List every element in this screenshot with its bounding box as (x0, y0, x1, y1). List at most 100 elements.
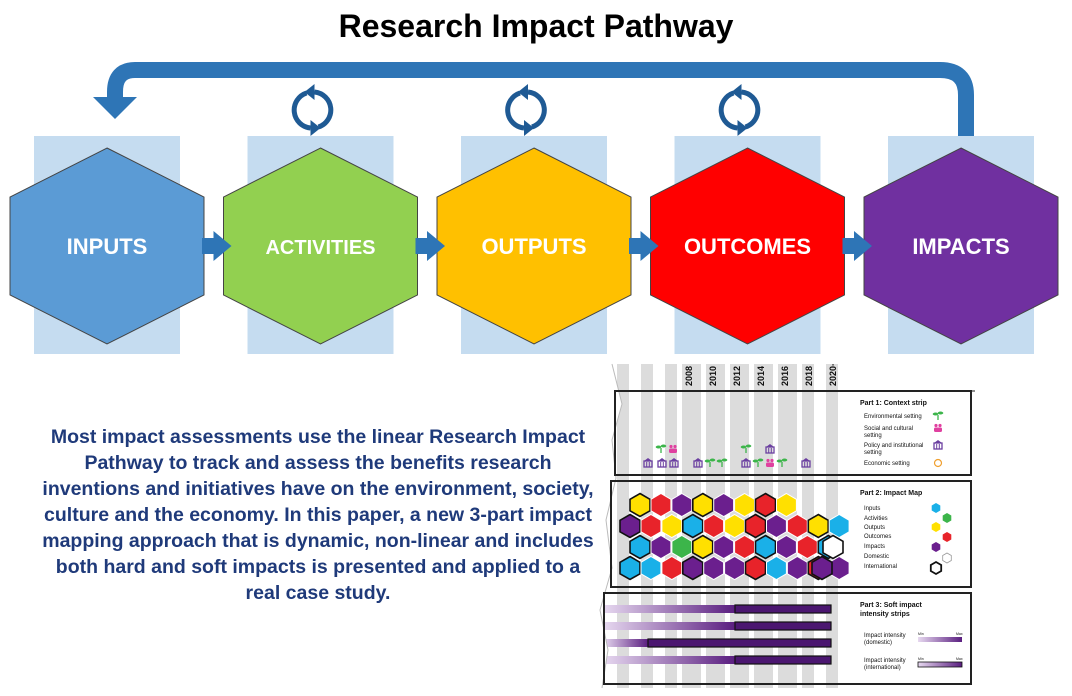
map-hex (776, 534, 797, 560)
description-text: Most impact assessments use the linear R… (42, 426, 594, 604)
map-hex (619, 513, 641, 539)
stage-label: IMPACTS (912, 234, 1009, 259)
map-hex (754, 492, 777, 518)
stage-hexagon (436, 147, 632, 345)
context-legend-label: Economic setting (864, 461, 910, 467)
cycle-icons (291, 84, 761, 136)
building-icon (657, 458, 667, 468)
map-hex (640, 555, 662, 581)
feedback-arrow-head (93, 97, 137, 119)
stage-hexagon (650, 147, 845, 345)
building-icon (741, 458, 751, 468)
stage-connectors (202, 231, 872, 261)
intensity-strip (603, 605, 735, 613)
cycle-icon (718, 84, 761, 136)
map-hex (734, 534, 755, 560)
legend-hex (942, 513, 952, 523)
map-hex (703, 555, 725, 581)
stage-impacts: IMPACTS (863, 136, 1059, 354)
part2-box (610, 480, 972, 588)
map-hex (629, 492, 651, 518)
building-icon (933, 440, 943, 450)
coin-icon (933, 458, 943, 468)
impact-legend-label: Domestic (864, 554, 889, 560)
building-icon (765, 444, 775, 454)
map-hex (766, 513, 787, 539)
map-hex (650, 492, 672, 518)
legend-hex (929, 560, 943, 576)
legend-hex (942, 552, 952, 564)
part3-box (603, 592, 972, 685)
scale-max-label: Max (956, 657, 963, 661)
map-hex (703, 513, 725, 539)
intensity-strip (603, 622, 735, 630)
scale-max-label: Max (956, 632, 963, 636)
impact-legend-label: Activities (864, 516, 888, 522)
stage-inputs: INPUTS (9, 136, 205, 354)
map-hex (786, 555, 808, 581)
map-hex (822, 534, 844, 560)
legend-hex (931, 542, 941, 552)
year-label: 2008 (684, 366, 694, 386)
intensity-strip (603, 639, 648, 647)
impact-legend-label: Impacts (864, 544, 885, 550)
intensity-legend-label: Impact intensity(domestic) (864, 633, 906, 646)
stage-connector-arrow (842, 231, 872, 261)
map-hex (650, 534, 672, 560)
stage-label: OUTPUTS (481, 234, 586, 259)
stage-connector-arrow (629, 231, 659, 261)
part1-box (614, 390, 972, 476)
legend-hex (931, 503, 941, 513)
map-hex (828, 513, 850, 539)
map-hex (661, 555, 683, 581)
map-hex (671, 492, 693, 518)
map-hex (786, 513, 808, 539)
feedback-loop-arrow (107, 62, 974, 138)
part1-title: Part 1: Context strip (860, 400, 927, 407)
map-hex (807, 513, 830, 539)
context-legend-label: Environmental setting (864, 414, 922, 420)
people-icon (766, 458, 774, 467)
sprout-icon (752, 458, 764, 467)
diagram-title: Research Impact Pathway (338, 8, 734, 44)
intensity-strip-international (734, 604, 832, 614)
stage-activities: ACTIVITIES (223, 136, 418, 354)
map-hex (661, 513, 683, 539)
map-hex (744, 555, 767, 581)
map-hex (713, 534, 735, 560)
map-hex (691, 534, 714, 560)
map-hex (681, 555, 704, 581)
sprout-icon (716, 458, 728, 467)
cycle-icon (291, 84, 334, 136)
map-hex (796, 534, 818, 560)
year-label: 2012 (732, 366, 742, 386)
impact-legend-label: Outputs (864, 525, 885, 531)
part2-title: Part 2: Impact Map (860, 490, 922, 497)
people-icon (669, 444, 677, 453)
building-icon (643, 458, 653, 468)
map-hex (619, 555, 641, 581)
building-icon (801, 458, 811, 468)
map-hex (629, 534, 651, 560)
sprout-icon (776, 458, 788, 467)
stage-connector-arrow (415, 231, 445, 261)
stage-hexagon (223, 147, 418, 345)
intensity-strip-international (734, 621, 832, 631)
stage-label: ACTIVITIES (265, 237, 375, 259)
building-icon (669, 458, 679, 468)
stage-hexagon (9, 147, 205, 345)
intensity-strip (603, 656, 735, 664)
legend-hex (931, 522, 941, 532)
impact-legend-label: Inputs (864, 506, 880, 512)
sprout-icon (655, 444, 667, 453)
sprout-icon (932, 411, 944, 420)
intensity-legend-label: Impact intensity(international) (864, 658, 906, 671)
map-hex (724, 555, 745, 581)
intensity-scale (917, 661, 963, 668)
intensity-strip-international (647, 638, 832, 648)
